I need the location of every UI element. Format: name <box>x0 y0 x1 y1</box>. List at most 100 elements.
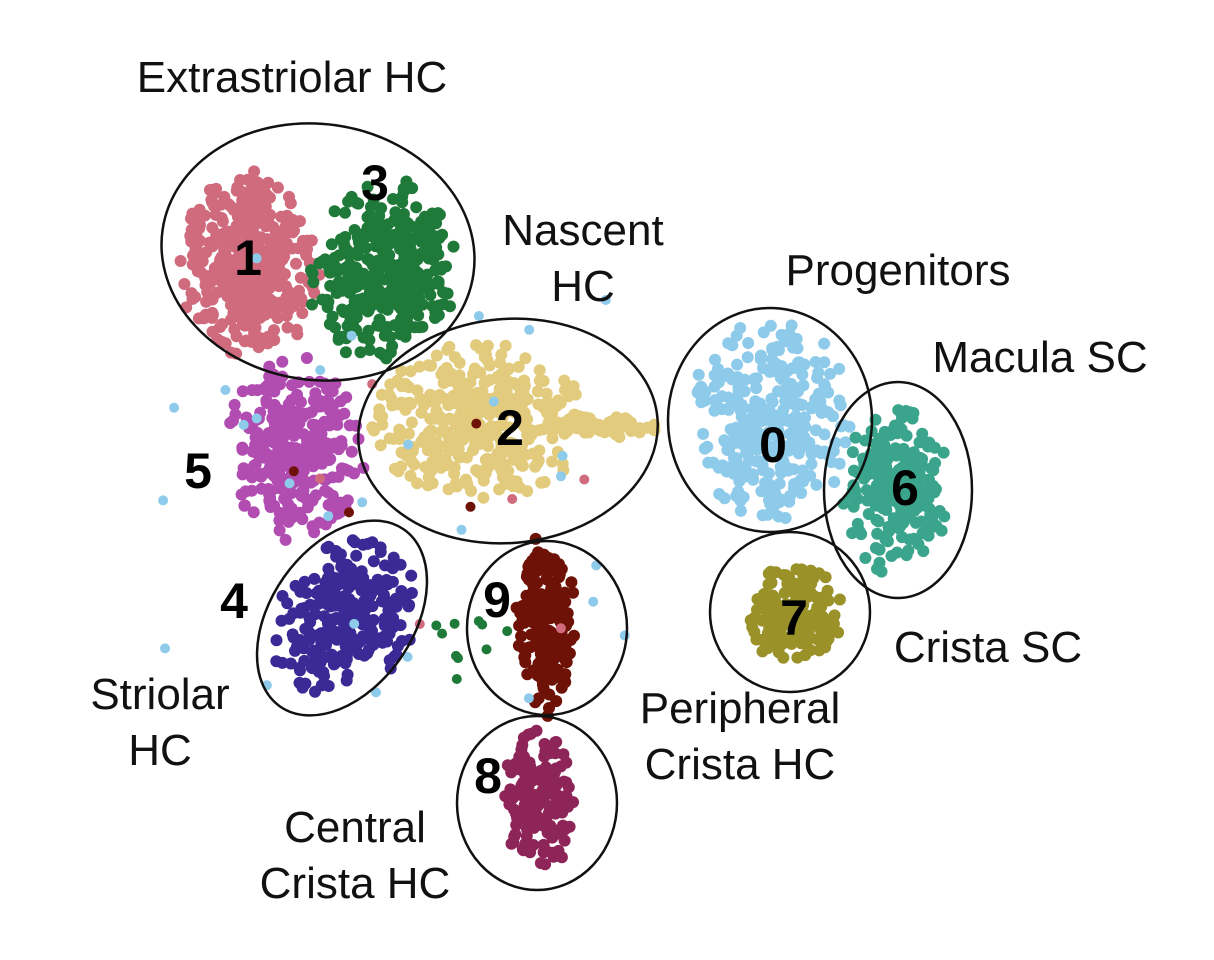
cell-point-cluster-8 <box>524 727 537 740</box>
cell-point-cluster-0 <box>815 447 828 460</box>
cell-point-cluster-6 <box>889 442 902 455</box>
cell-point-cluster-6 <box>891 546 904 559</box>
cell-point-cluster-6 <box>896 411 908 424</box>
cell-point-cluster-7 <box>772 646 785 659</box>
cell-point-cluster-5 <box>294 396 307 409</box>
cell-point-cluster-5 <box>279 533 292 546</box>
cell-point-cluster-6 <box>896 531 908 544</box>
cell-point-cluster-0 <box>349 618 360 629</box>
cell-point-cluster-2 <box>569 409 582 421</box>
cell-point-cluster-5 <box>348 467 360 480</box>
region-label: Crista HC <box>260 859 451 908</box>
cell-point-cluster-1 <box>266 295 279 308</box>
cell-point-cluster-1 <box>214 253 227 266</box>
cell-point-cluster-0 <box>833 362 846 375</box>
cell-point-cluster-8 <box>539 761 552 774</box>
region-label: Progenitors <box>785 246 1010 295</box>
cell-point-cluster-3 <box>326 265 339 278</box>
cell-point-cluster-0 <box>456 524 467 535</box>
cell-point-cluster-9 <box>542 589 555 602</box>
cell-point-cluster-1 <box>295 292 308 305</box>
cell-point-cluster-9 <box>545 626 558 639</box>
cell-point-cluster-1 <box>185 212 197 225</box>
cell-point-cluster-2 <box>513 481 526 494</box>
cell-point-cluster-2 <box>405 416 418 429</box>
cell-point-cluster-4 <box>383 654 396 667</box>
cell-point-cluster-2 <box>437 377 450 389</box>
cell-point-cluster-3 <box>373 209 386 222</box>
cell-point-cluster-0 <box>750 397 763 410</box>
cell-point-cluster-5 <box>265 485 277 498</box>
cell-point-cluster-3 <box>394 328 407 341</box>
cell-point-cluster-6 <box>883 468 896 481</box>
cell-point-cluster-0 <box>323 511 334 522</box>
cell-point-cluster-6 <box>859 552 872 564</box>
cell-point-cluster-0 <box>402 651 413 662</box>
cell-point-cluster-6 <box>884 429 897 441</box>
cell-point-cluster-0 <box>776 373 789 386</box>
cell-point-cluster-8 <box>508 803 520 816</box>
cell-point-cluster-2 <box>510 378 523 391</box>
cell-point-cluster-3 <box>325 238 338 251</box>
cell-point-cluster-6 <box>938 510 951 523</box>
cell-point-cluster-9 <box>535 563 547 576</box>
cell-point-cluster-8 <box>538 738 551 750</box>
cell-point-cluster-3 <box>404 289 417 301</box>
cell-point-cluster-1 <box>281 321 294 334</box>
cell-point-cluster-8 <box>550 825 563 838</box>
cell-point-cluster-5 <box>248 459 261 472</box>
cell-point-cluster-5 <box>236 443 249 456</box>
cell-point-cluster-4 <box>340 674 353 687</box>
cell-point-cluster-5 <box>300 454 312 467</box>
cell-point-cluster-4 <box>405 569 418 582</box>
cell-point-cluster-2 <box>496 465 509 478</box>
cell-point-cluster-2 <box>374 439 387 452</box>
cell-point-cluster-2 <box>533 374 546 387</box>
cell-point-cluster-6 <box>846 446 859 459</box>
cell-point-cluster-7 <box>788 603 801 616</box>
cell-point-cluster-3 <box>393 234 406 247</box>
cell-point-cluster-2 <box>422 359 435 372</box>
cell-point-cluster-2 <box>491 429 504 442</box>
cell-point-cluster-8 <box>551 849 564 862</box>
cell-point-cluster-2 <box>467 368 480 381</box>
cell-point-cluster-0 <box>722 337 735 350</box>
cell-point-cluster-7 <box>818 592 830 604</box>
cell-point-cluster-3 <box>363 344 376 356</box>
cell-point-cluster-3 <box>398 247 411 260</box>
cell-point-cluster-3 <box>444 300 456 313</box>
cell-point-cluster-0 <box>766 396 779 408</box>
cell-point-cluster-0 <box>792 440 805 453</box>
cell-point-cluster-3 <box>305 264 317 277</box>
cell-point-cluster-8 <box>542 806 555 819</box>
cell-point-cluster-0 <box>695 396 708 409</box>
cell-point-cluster-5 <box>255 482 268 495</box>
cell-point-cluster-2 <box>386 399 399 412</box>
cell-point-cluster-3 <box>412 309 425 322</box>
cell-point-cluster-2 <box>558 374 571 387</box>
cell-point-cluster-4 <box>339 640 352 653</box>
cell-point-cluster-1 <box>174 255 187 267</box>
cluster-outline-6 <box>822 380 974 600</box>
cell-point-cluster-0 <box>488 396 499 407</box>
cell-point-cluster-0 <box>805 402 818 415</box>
cell-point-cluster-5 <box>300 352 313 364</box>
cell-point-cluster-3 <box>422 252 435 265</box>
cell-point-cluster-2 <box>438 426 451 439</box>
cell-point-cluster-5 <box>282 515 295 528</box>
cell-point-cluster-0 <box>701 440 714 453</box>
cell-point-cluster-1 <box>276 240 289 253</box>
cell-point-cluster-5 <box>268 421 281 434</box>
cell-point-cluster-1 <box>263 282 276 295</box>
cell-point-cluster-2 <box>366 421 379 434</box>
cell-point-cluster-9 <box>553 568 566 581</box>
cell-point-cluster-2 <box>473 438 486 450</box>
cell-point-cluster-1 <box>231 210 244 223</box>
cell-point-cluster-9 <box>526 554 539 567</box>
cell-point-cluster-6 <box>862 508 875 520</box>
cell-point-cluster-4 <box>364 617 377 630</box>
cell-point-cluster-4 <box>276 590 289 602</box>
cell-point-cluster-4 <box>322 680 335 692</box>
cell-point-cluster-5 <box>279 459 292 472</box>
cell-point-cluster-3 <box>431 620 442 631</box>
